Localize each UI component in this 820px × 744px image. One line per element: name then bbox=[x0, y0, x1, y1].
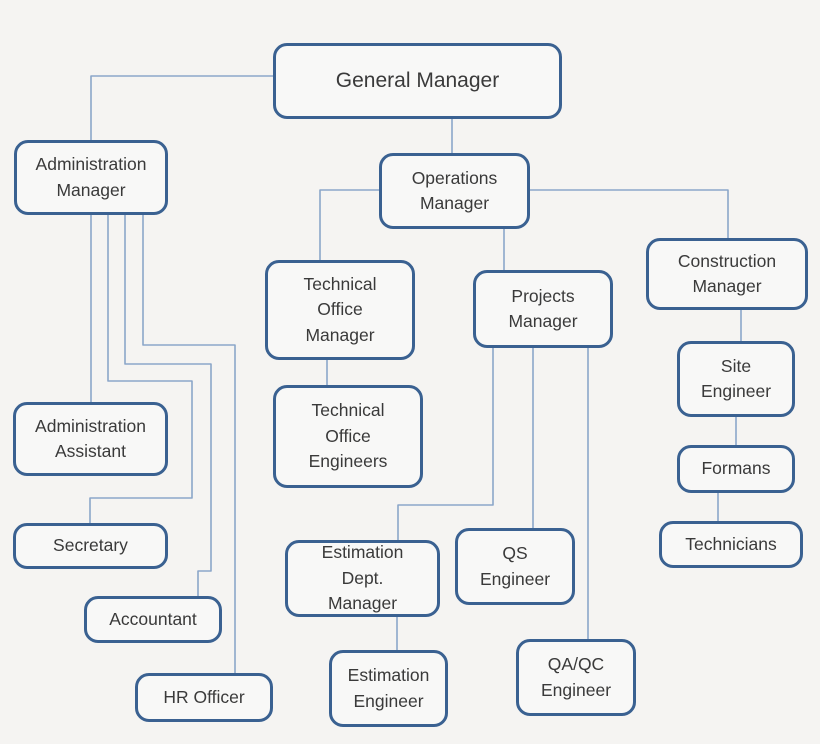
node-construction-manager: Construction Manager bbox=[646, 238, 808, 310]
node-general-manager: General Manager bbox=[273, 43, 562, 119]
node-label: Administration Assistant bbox=[35, 415, 146, 461]
node-label: Operations Manager bbox=[411, 167, 498, 213]
node-label: HR Officer bbox=[163, 686, 245, 707]
node-label: QA/QC Engineer bbox=[540, 654, 612, 700]
node-site-engineer: Site Engineer bbox=[677, 341, 795, 417]
node-label: QS Engineer bbox=[480, 543, 551, 589]
node-technical-office-manager: Technical Office Manager bbox=[265, 260, 415, 360]
node-label: General Manager bbox=[335, 68, 500, 92]
node-operations-manager: Operations Manager bbox=[379, 153, 530, 229]
node-accountant: Accountant bbox=[84, 596, 222, 643]
node-projects-manager: Projects Manager bbox=[473, 270, 613, 348]
node-technical-office-engineers: Technical Office Engineers bbox=[273, 385, 423, 488]
node-administration-manager: Administration Manager bbox=[14, 140, 168, 215]
node-qs-engineer: QS Engineer bbox=[455, 528, 575, 605]
node-label: Site Engineer bbox=[700, 355, 772, 401]
node-label: Administration Manager bbox=[35, 154, 147, 200]
node-label: Projects Manager bbox=[508, 285, 578, 331]
node-formans: Formans bbox=[677, 445, 795, 493]
node-estimation-engineer: Estimation Engineer bbox=[329, 650, 448, 727]
edge-administration-manager-secretary bbox=[89, 215, 193, 523]
edge-operations-manager-technical-office-manager bbox=[319, 189, 379, 260]
edge-projects-manager-estimation-dept-manager bbox=[397, 348, 494, 540]
node-technicians: Technicians bbox=[659, 521, 803, 568]
node-qa-qc-engineer: QA/QC Engineer bbox=[516, 639, 636, 716]
edge-operations-manager-construction-manager bbox=[530, 189, 729, 238]
node-label: Construction Manager bbox=[677, 250, 777, 296]
node-label: Technicians bbox=[685, 533, 777, 554]
edge-administration-manager-hr-officer bbox=[142, 215, 236, 673]
node-label: Technical Office Engineers bbox=[308, 400, 388, 472]
node-label: Secretary bbox=[53, 535, 128, 556]
node-label: Technical Office Manager bbox=[303, 273, 377, 345]
node-secretary: Secretary bbox=[13, 523, 168, 569]
edge-administration-manager-accountant bbox=[124, 215, 212, 596]
node-label: Formans bbox=[701, 458, 771, 479]
node-hr-officer: HR Officer bbox=[135, 673, 273, 722]
edge-general-manager-administration-manager bbox=[90, 75, 273, 140]
node-label: Estimation Engineer bbox=[347, 665, 430, 711]
node-label: Estimation Dept. Manager bbox=[321, 542, 404, 614]
node-label: Accountant bbox=[109, 608, 197, 629]
node-estimation-dept-manager: Estimation Dept. Manager bbox=[285, 540, 440, 617]
node-administration-assistant: Administration Assistant bbox=[13, 402, 168, 476]
